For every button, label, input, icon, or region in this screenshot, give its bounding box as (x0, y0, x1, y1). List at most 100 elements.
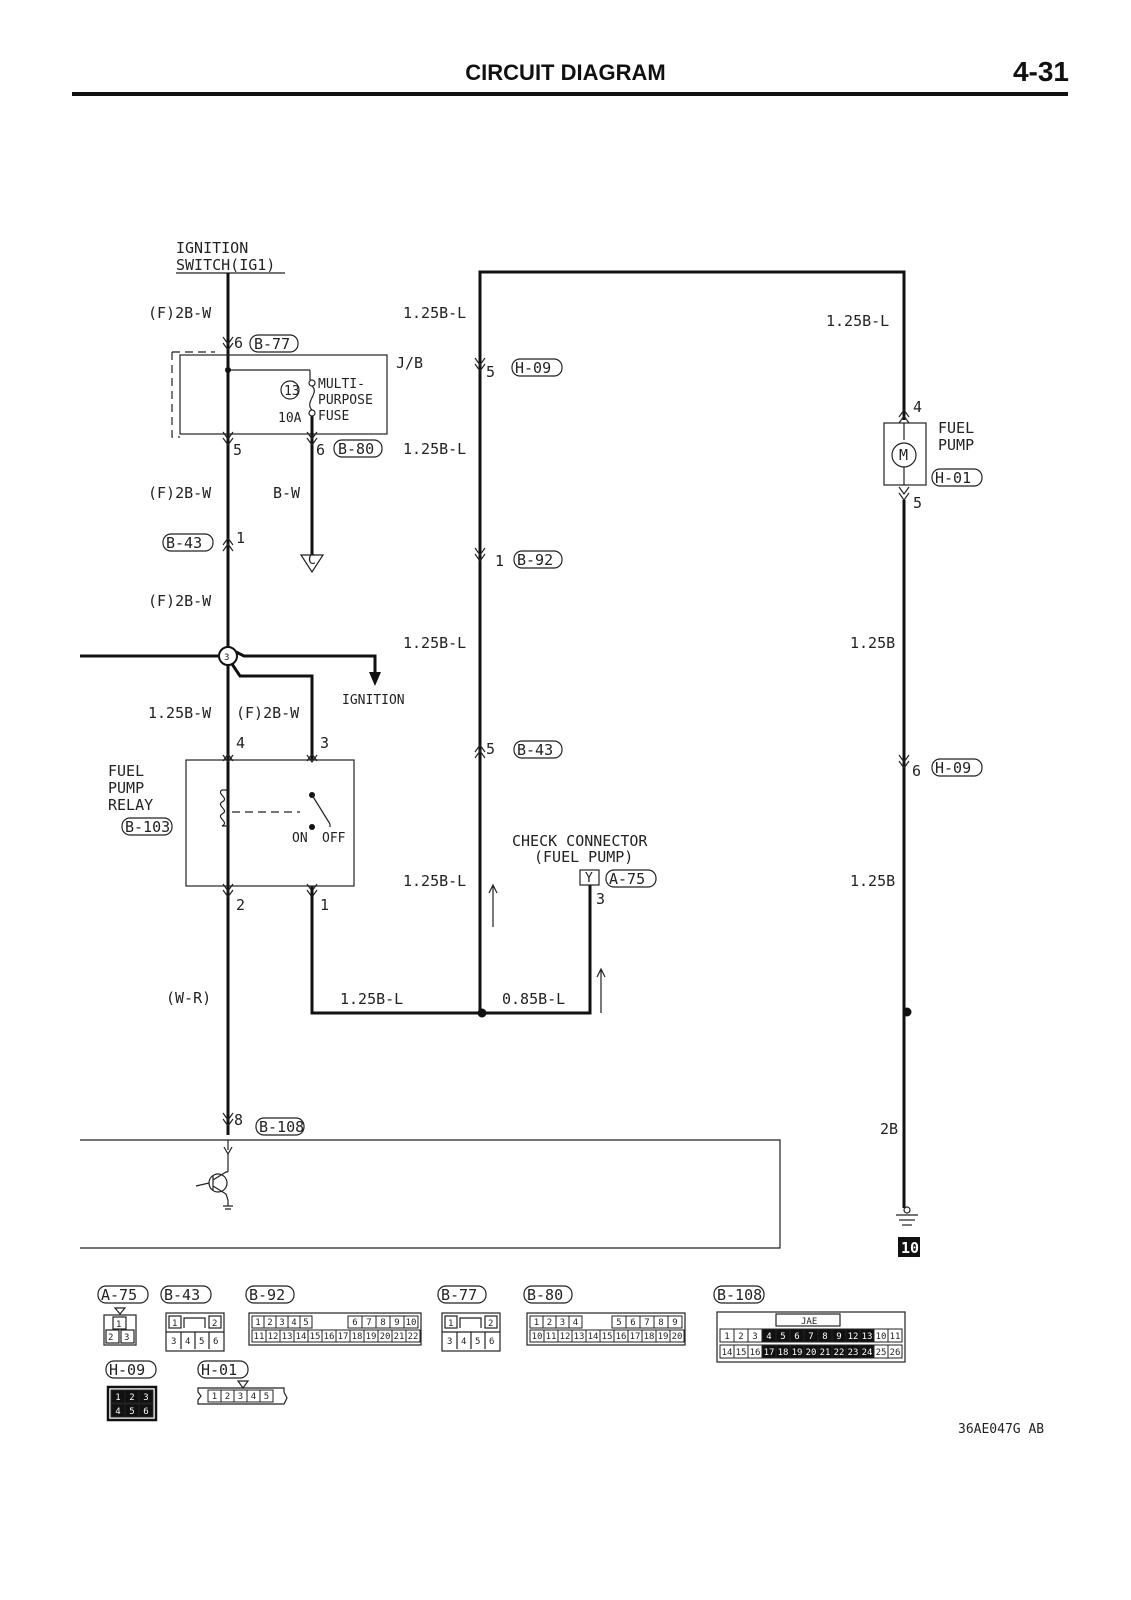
connector-pin-cell (259, 1389, 274, 1403)
wire-label: 1.25B-L (403, 304, 466, 322)
connector-pin-label: 11 (890, 1332, 901, 1342)
wire-label: 2B (880, 1120, 898, 1138)
connector-pin-label: 2 (225, 1392, 230, 1402)
svg-text:OFF: OFF (322, 831, 346, 846)
connector-pin-label: 7 (808, 1332, 813, 1342)
svg-text:1: 1 (236, 529, 245, 547)
svg-text:6: 6 (213, 1337, 218, 1347)
connector-pin-label: 3 (238, 1392, 243, 1402)
connector-pin-label: 21 (394, 1332, 405, 1342)
wire-label: (F)2B-W (236, 704, 300, 722)
wire-label: 0.85B-L (502, 990, 565, 1008)
junction-dot (477, 1008, 487, 1018)
fuel-pump-motor: 4 M 5 FUEL PUMP H-01 (883, 398, 983, 512)
svg-text:6: 6 (912, 762, 921, 780)
junction-block: J/B (171, 351, 423, 438)
connector-pin-label: 4 (766, 1332, 771, 1342)
connector-pin-cell (403, 1315, 419, 1329)
connector-h09-mid: 5 H-09 (474, 357, 563, 381)
connector-pin-cell (887, 1328, 903, 1343)
connector-pin-label: 22 (408, 1332, 419, 1342)
header-rule (72, 92, 1068, 96)
svg-text:ON: ON (292, 831, 308, 846)
connector-pin-label: 9 (836, 1332, 841, 1342)
connector-pin-label: 20 (672, 1332, 683, 1342)
connector-pin-label: 18 (778, 1348, 789, 1358)
connector-pin-label: 10 (876, 1332, 887, 1342)
ignition-switch-label: IGNITION SWITCH(IG1) (176, 239, 285, 274)
svg-text:PUMP: PUMP (938, 436, 974, 454)
svg-text:(FUEL PUMP): (FUEL PUMP) (534, 848, 633, 866)
connector-b108: 8 B-108 (222, 1111, 305, 1136)
connector-pin-label: 10 (532, 1332, 543, 1342)
connector-pin-label: 4 (251, 1392, 256, 1402)
connector-pin-label: 23 (848, 1348, 859, 1358)
svg-text:B-43: B-43 (517, 741, 553, 759)
svg-text:A-75: A-75 (101, 1286, 137, 1304)
svg-text:1: 1 (172, 1319, 177, 1329)
page-number: 4-31 (1012, 56, 1069, 87)
wire-label: 1.25B-L (403, 872, 466, 890)
connector-pin-label: 1 (212, 1392, 217, 1402)
connector-pin-label: 4 (573, 1318, 578, 1328)
svg-text:CHECK CONNECTOR: CHECK CONNECTOR (512, 832, 648, 850)
svg-text:1: 1 (116, 1320, 121, 1330)
connector-pin-label: 17 (764, 1348, 775, 1358)
wire-to-ignition (235, 650, 377, 672)
svg-text:B-92: B-92 (517, 551, 553, 569)
connector-pin-label: 8 (380, 1318, 385, 1328)
connector-pin-label: 11 (254, 1332, 265, 1342)
connector-pin-label: 24 (862, 1348, 873, 1358)
connector-pin-label: 3 (279, 1318, 284, 1328)
connector-b43-left: B-43 1 (162, 529, 245, 552)
connector-pin-label: 20 (806, 1348, 817, 1358)
svg-text:3: 3 (224, 653, 229, 663)
svg-text:Y: Y (585, 871, 593, 886)
connector-pin-label: 10 (406, 1318, 417, 1328)
connector-pin-label: 19 (366, 1332, 377, 1342)
svg-text:1: 1 (495, 552, 504, 570)
connector-pin-label: 12 (268, 1332, 279, 1342)
connector-pin-label: 9 (394, 1318, 399, 1328)
connector-pin-label: 6 (630, 1318, 635, 1328)
svg-text:6: 6 (234, 334, 243, 352)
svg-text:H-09: H-09 (935, 759, 971, 777)
svg-text:2: 2 (212, 1319, 217, 1329)
connector-pin-cell (667, 1315, 683, 1329)
svg-text:FUEL: FUEL (938, 419, 974, 437)
svg-text:B-77: B-77 (254, 335, 290, 353)
svg-text:B-43: B-43 (164, 1286, 200, 1304)
connector-pin-label: 12 (560, 1332, 571, 1342)
svg-text:6: 6 (316, 441, 325, 459)
connector-b43-mid: 5 B-43 (474, 740, 563, 759)
connector-pin-label: 8 (658, 1318, 663, 1328)
connector-pin-label: 12 (848, 1332, 859, 1342)
svg-text:PUMP: PUMP (108, 779, 144, 797)
ignition-label: IGNITION (342, 693, 405, 708)
svg-text:FUSE: FUSE (318, 409, 349, 424)
svg-text:10A: 10A (278, 411, 302, 426)
wire-label: 1.25B (850, 872, 895, 890)
junction-dot (902, 1007, 912, 1017)
connector-pin-label: 14 (722, 1348, 733, 1358)
connector-pin-label: 4 (115, 1407, 120, 1417)
connector-pin-label: 5 (780, 1332, 785, 1342)
connector-pin-label: 1 (255, 1318, 260, 1328)
legend-b77: B-77 1 2 3 4 5 6 (437, 1285, 501, 1352)
connector-pin-cell (138, 1403, 154, 1418)
svg-text:5: 5 (486, 363, 495, 381)
svg-text:5: 5 (486, 740, 495, 758)
svg-text:6: 6 (489, 1337, 494, 1347)
connector-b92: 1 B-92 (474, 547, 563, 570)
svg-text:3: 3 (596, 890, 605, 908)
svg-text:5: 5 (475, 1337, 480, 1347)
svg-text:2: 2 (236, 896, 245, 914)
connector-pin-label: 7 (644, 1318, 649, 1328)
connector-pin-label: 16 (324, 1332, 335, 1342)
junction-3: 3 (218, 646, 238, 666)
connector-b80-label: B-80 (333, 439, 383, 458)
svg-text:B-43: B-43 (166, 534, 202, 552)
